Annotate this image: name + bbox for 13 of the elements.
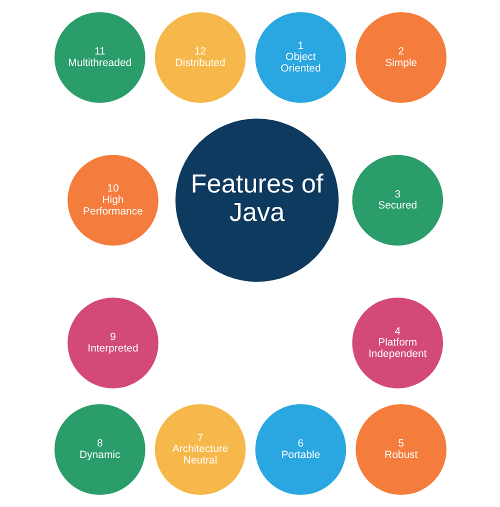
node-circle: Features of Java [174,118,338,282]
node-circle: 3 Secured [352,154,443,246]
node-circle: 10 High Performance [67,154,158,246]
node-circle: 12 Distributed [154,12,246,103]
node-circle: 4 Platform Independent [352,298,443,388]
node-circle: 6 Portable [254,404,346,495]
node-circle: 7 Architecture Neutral [154,404,246,495]
node-circle: 9 Interpreted [67,298,158,388]
node-circle: 1 Object Oriented [254,12,346,103]
node-circle: 11 Multithreaded [54,12,145,103]
node-circle: 5 Robust [355,404,446,495]
node-circle: 8 Dynamic [54,404,145,495]
node-circle: 2 Simple [355,12,446,103]
